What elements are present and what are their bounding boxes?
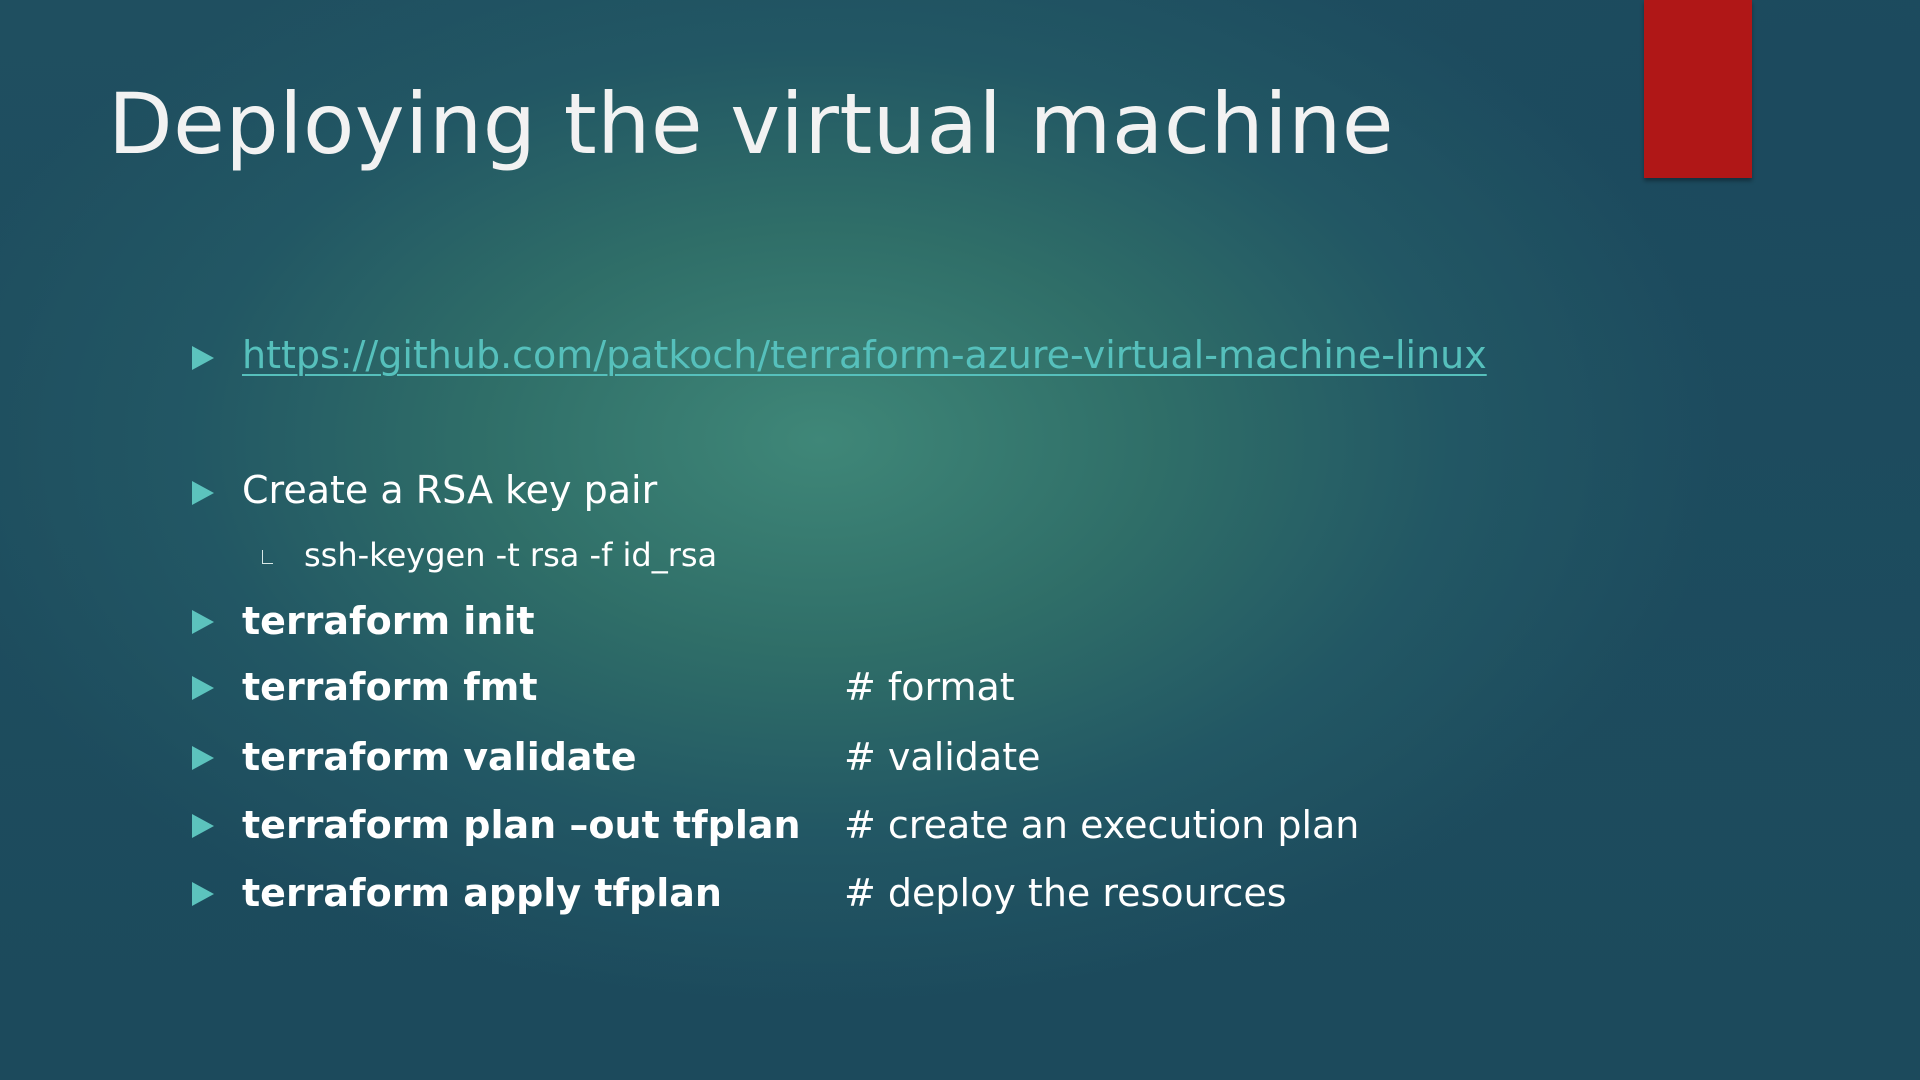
command-comment: # deploy the resources [844, 871, 1287, 915]
red-accent-bar [1644, 0, 1752, 178]
list-item-command: terraform validate # validate [0, 738, 1920, 798]
command-text: terraform init [242, 599, 535, 643]
command-comment: # format [844, 665, 1015, 709]
command-comment: # create an execution plan [844, 803, 1360, 847]
list-item-rsa: Create a RSA key pair [0, 471, 1920, 531]
list-item-command: terraform apply tfplan # deploy the reso… [0, 874, 1920, 934]
list-item-command: terraform fmt # format [0, 668, 1920, 728]
triangle-right-icon [192, 610, 214, 634]
list-item-link: https://github.com/patkoch/terraform-azu… [0, 336, 1920, 396]
list-item-command: terraform init [0, 602, 1920, 662]
command-comment: # validate [844, 735, 1041, 779]
list-item-command: terraform plan –out tfplan # create an e… [0, 806, 1920, 866]
list-subitem-ssh-keygen: ssh-keygen -t rsa -f id_rsa [0, 539, 1920, 579]
triangle-right-icon [192, 882, 214, 906]
command-text: terraform apply tfplan [242, 871, 722, 915]
corner-marker-icon [262, 550, 273, 564]
github-repo-link[interactable]: https://github.com/patkoch/terraform-azu… [242, 333, 1487, 377]
triangle-right-icon [192, 814, 214, 838]
command-text: terraform plan –out tfplan [242, 803, 801, 847]
rsa-item-text: Create a RSA key pair [242, 468, 658, 512]
slide-title: Deploying the virtual machine [108, 75, 1395, 173]
ssh-keygen-text: ssh-keygen -t rsa -f id_rsa [304, 536, 718, 574]
triangle-right-icon [192, 346, 214, 370]
triangle-right-icon [192, 746, 214, 770]
triangle-right-icon [192, 676, 214, 700]
triangle-right-icon [192, 481, 214, 505]
command-text: terraform fmt [242, 665, 538, 709]
command-text: terraform validate [242, 735, 637, 779]
